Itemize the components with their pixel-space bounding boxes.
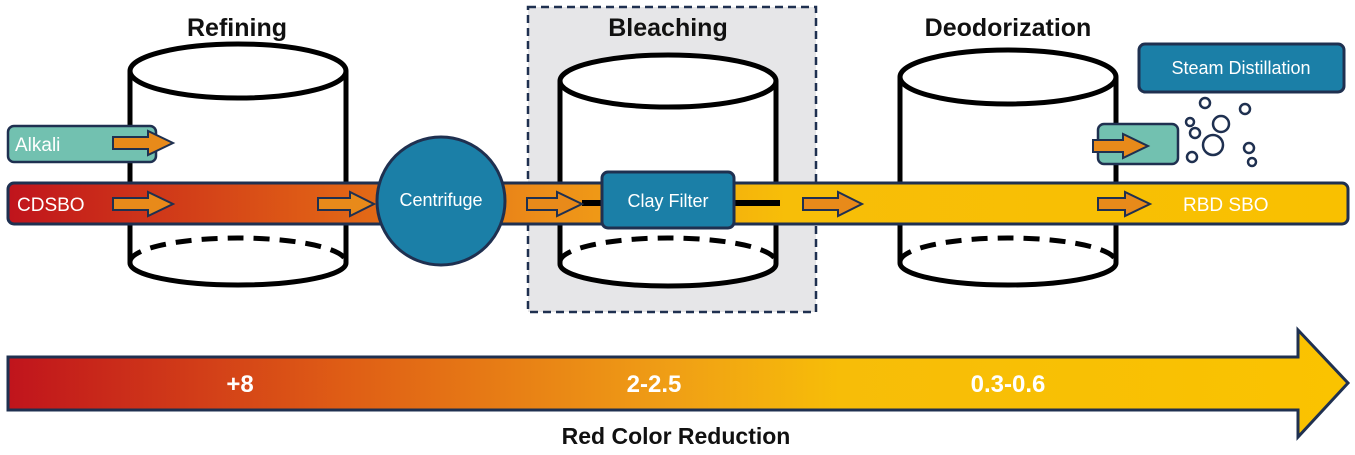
steam-distillation-label: Steam Distillation	[1171, 58, 1310, 78]
scale-value-2: 2-2.5	[627, 371, 682, 398]
clay-filter-label: Clay Filter	[627, 191, 708, 211]
centrifuge-unit	[375, 135, 507, 267]
scale-caption: Red Color Reduction	[562, 423, 791, 449]
steam-bubbles-icon	[1184, 96, 1258, 168]
flow-arrow-to-centrifuge	[317, 190, 377, 218]
flow-arrow-alkali	[112, 129, 176, 157]
flow-arrow-steam-outlet	[1092, 132, 1151, 160]
flow-arrow-to-filter	[526, 190, 585, 218]
flow-arrow-cdsbo	[112, 190, 176, 218]
stage-title-refining: Refining	[187, 14, 287, 42]
scale-value-1: +8	[226, 371, 253, 398]
flow-arrows	[112, 129, 1153, 218]
steam-distillation-box	[1137, 42, 1346, 94]
stream-end-label: RBD SBO	[1183, 195, 1269, 216]
centrifuge-label: Centrifuge	[399, 190, 482, 210]
scale-value-3: 0.3-0.6	[971, 371, 1046, 398]
flow-arrow-product	[1097, 190, 1153, 218]
stage-title-bleaching: Bleaching	[608, 14, 727, 42]
refining-tank	[127, 41, 349, 288]
deodorization-tank	[897, 47, 1119, 288]
clay-filter-unit	[600, 170, 736, 230]
stage-title-deodorization: Deodorization	[925, 14, 1092, 42]
alkali-label: Alkali	[15, 135, 60, 156]
stream-start-label: CDSBO	[17, 195, 85, 216]
color-scale-arrow	[6, 326, 1351, 441]
flow-arrow-to-deodorizer	[802, 190, 865, 218]
